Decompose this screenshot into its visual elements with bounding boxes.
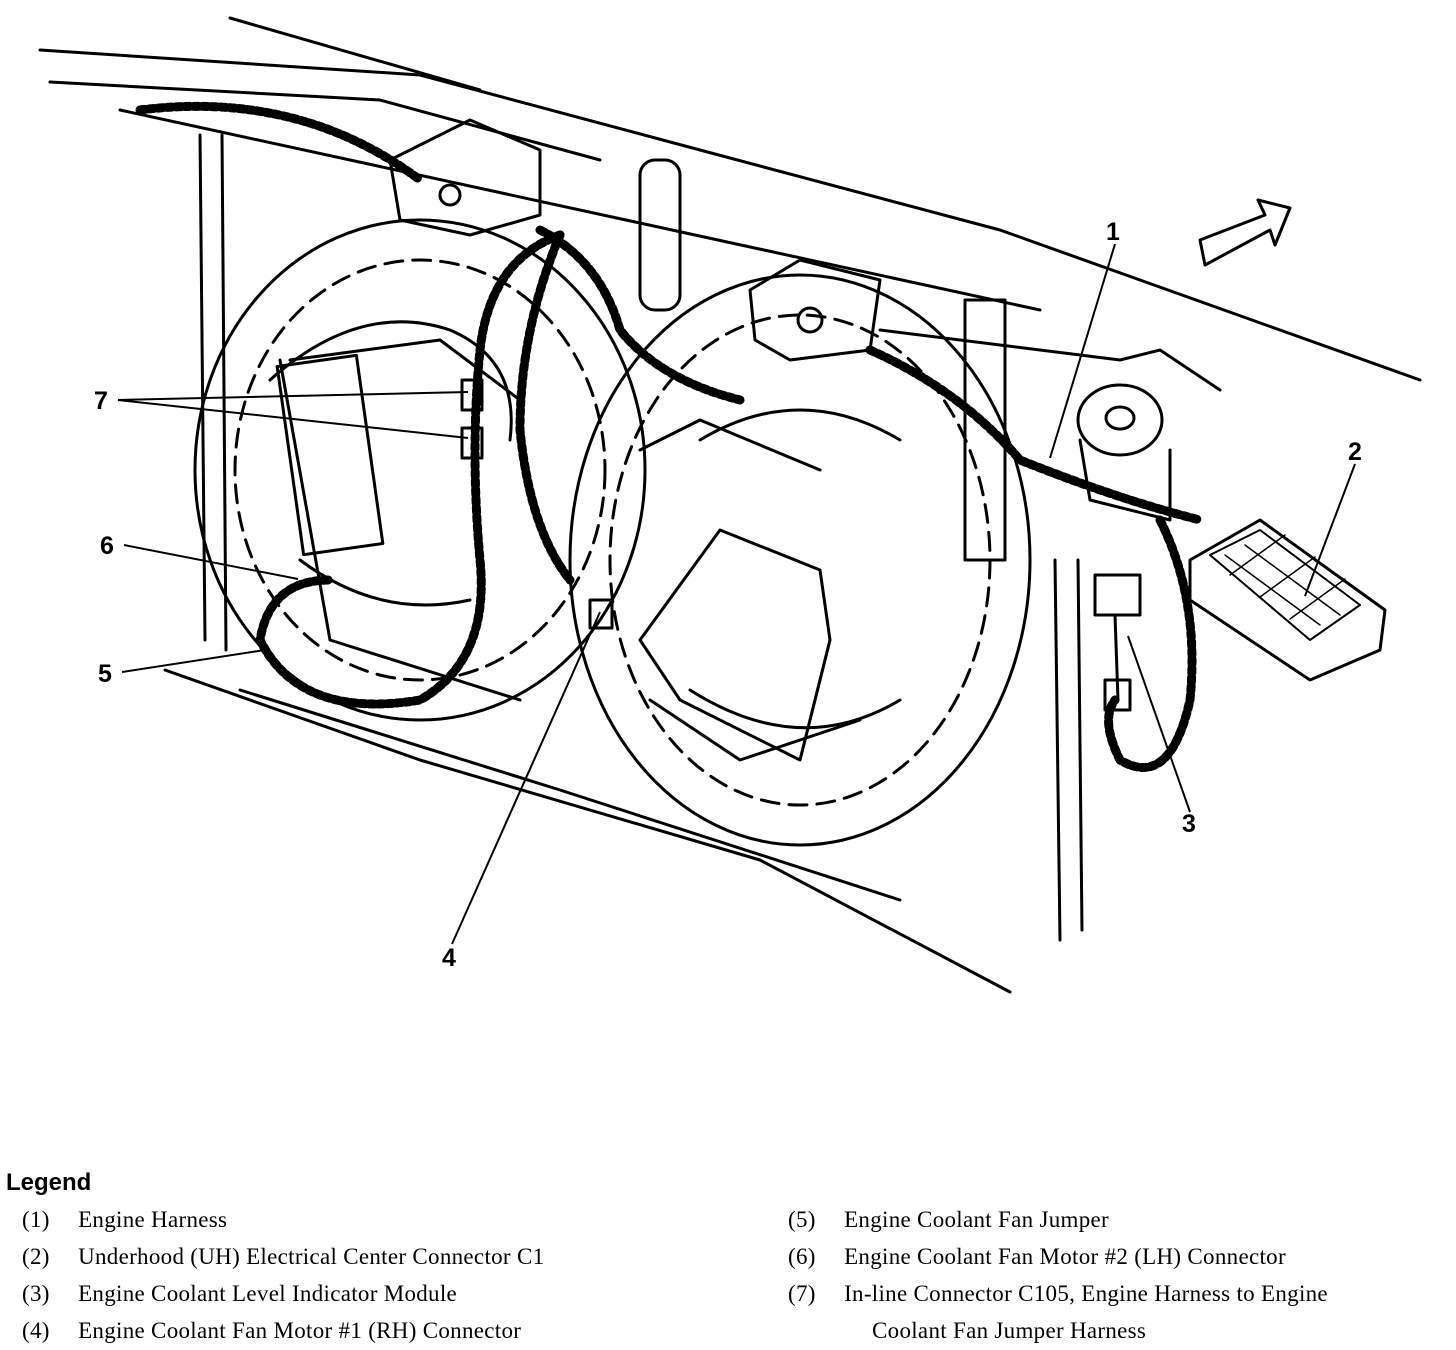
legend-item-number: (4) [22,1318,50,1343]
legend-item-text: In-line Connector C105, Engine Harness t… [844,1281,1328,1306]
legend-column-right: (5) Engine Coolant Fan Jumper (6) Engine… [788,1201,1448,1349]
legend-item: (1) Engine Harness [22,1201,762,1238]
legend-item-text: Engine Harness [78,1207,228,1232]
forward-direction-arrow [1198,198,1292,267]
legend-item: (3) Engine Coolant Level Indicator Modul… [22,1275,762,1312]
legend-title: Legend [6,1169,92,1196]
legend-item-text: Engine Coolant Level Indicator Module [78,1281,458,1306]
legend-item-text: Engine Coolant Fan Jumper [844,1207,1109,1232]
callout-5: 5 [98,660,112,688]
wiring-harness [135,101,1205,772]
left-fan-shroud [193,218,647,722]
legend-item-text-continued: Coolant Fan Jumper Harness [872,1318,1147,1343]
radiator-support-frame [38,16,1422,994]
callout-6: 6 [100,532,114,560]
legend-column-left: (1) Engine Harness (2) Underhood (UH) El… [22,1201,762,1349]
engine-fan-wiring-illustration: 1 2 3 4 5 6 7 [38,16,1422,994]
callout-numbers: 1 2 3 4 5 6 7 [94,218,1362,972]
legend-item: (2) Underhood (UH) Electrical Center Con… [22,1238,762,1275]
inline-connectors [460,378,614,630]
callout-1: 1 [1106,218,1120,246]
legend-item: (4) Engine Coolant Fan Motor #1 (RH) Con… [22,1312,762,1349]
callout-4: 4 [442,944,456,972]
legend: Legend (1) Engine Harness (2) Underhood … [0,1165,1456,1350]
legend-item: (7) In-line Connector C105, Engine Harne… [788,1275,1448,1349]
underhood-electrical-center [1188,518,1387,682]
coolant-reservoir [1076,383,1172,522]
legend-item-text: Engine Coolant Fan Motor #1 (RH) Connect… [78,1318,522,1343]
callout-7: 7 [94,387,108,415]
legend-item-number: (2) [22,1244,50,1269]
callout-2: 2 [1348,438,1362,466]
legend-item: (6) Engine Coolant Fan Motor #2 (LH) Con… [788,1238,1448,1275]
legend-item-number: (3) [22,1281,50,1306]
legend-item-text: Engine Coolant Fan Motor #2 (LH) Connect… [844,1244,1286,1269]
legend-item-text: Underhood (UH) Electrical Center Connect… [78,1244,545,1269]
leader-lines [117,243,1356,945]
legend-item: (5) Engine Coolant Fan Jumper [788,1201,1448,1238]
fan-motor-housing [638,528,862,762]
callout-3: 3 [1182,810,1196,838]
legend-item-number: (6) [788,1244,816,1269]
legend-item-number: (5) [788,1207,816,1232]
legend-item-number: (7) [788,1281,816,1306]
legend-item-number: (1) [22,1207,50,1232]
coolant-level-module [1093,573,1142,712]
